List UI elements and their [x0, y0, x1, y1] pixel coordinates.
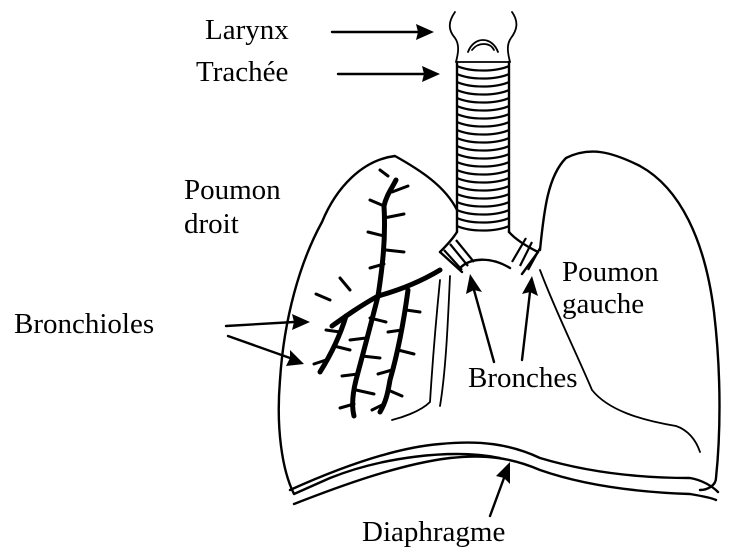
label-larynx: Larynx: [205, 16, 289, 45]
trachea-ring: [457, 122, 509, 127]
trachea-ring: [457, 186, 509, 191]
label-poumon-droit-2: droit: [184, 210, 239, 239]
trachea-ring: [457, 218, 509, 223]
trachea-ring: [457, 170, 509, 175]
label-bronchioles: Bronchioles: [14, 310, 154, 339]
bronchi-shape: [440, 232, 540, 274]
trachea-ring: [457, 146, 509, 151]
trachea-ring: [457, 162, 509, 167]
trachea-ring: [457, 194, 509, 199]
trachea-ring: [457, 202, 509, 207]
trachea-ring: [457, 98, 509, 103]
trachea-arrow: [338, 66, 440, 82]
trachea-ring: [457, 66, 509, 71]
bronchioles-arrow-upper: [226, 314, 310, 330]
label-diaphragme: Diaphragme: [362, 518, 505, 547]
larynx-shape: [450, 12, 517, 62]
trachea-ring: [457, 106, 509, 111]
trachea-ring: [457, 210, 509, 215]
label-poumon-gauche-1: Poumon: [562, 258, 659, 287]
trachea-shape: [457, 62, 509, 232]
trachea-ring: [457, 114, 509, 119]
trachea-ring: [457, 226, 509, 231]
trachea-ring: [457, 90, 509, 95]
larynx-arrow: [332, 24, 434, 40]
diaphragm-arrow: [490, 462, 510, 516]
trachea-ring: [457, 82, 509, 87]
label-trachee: Trachée: [196, 58, 288, 87]
label-poumon-droit-1: Poumon: [184, 176, 281, 205]
label-bronches: Bronches: [468, 364, 578, 393]
bronchioles-arrow-lower: [228, 336, 304, 366]
trachea-ring: [457, 74, 509, 79]
trachea-ring: [457, 130, 509, 135]
trachea-ring: [457, 154, 509, 159]
bronches-arrow-left: [466, 274, 494, 362]
trachea-ring: [457, 138, 509, 143]
left-lung-outline: [540, 152, 720, 490]
bronches-arrow-right: [522, 276, 538, 360]
trachea-ring: [457, 178, 509, 183]
label-poumon-gauche-2: gauche: [562, 290, 644, 319]
bronchiole-tree: [314, 170, 440, 416]
